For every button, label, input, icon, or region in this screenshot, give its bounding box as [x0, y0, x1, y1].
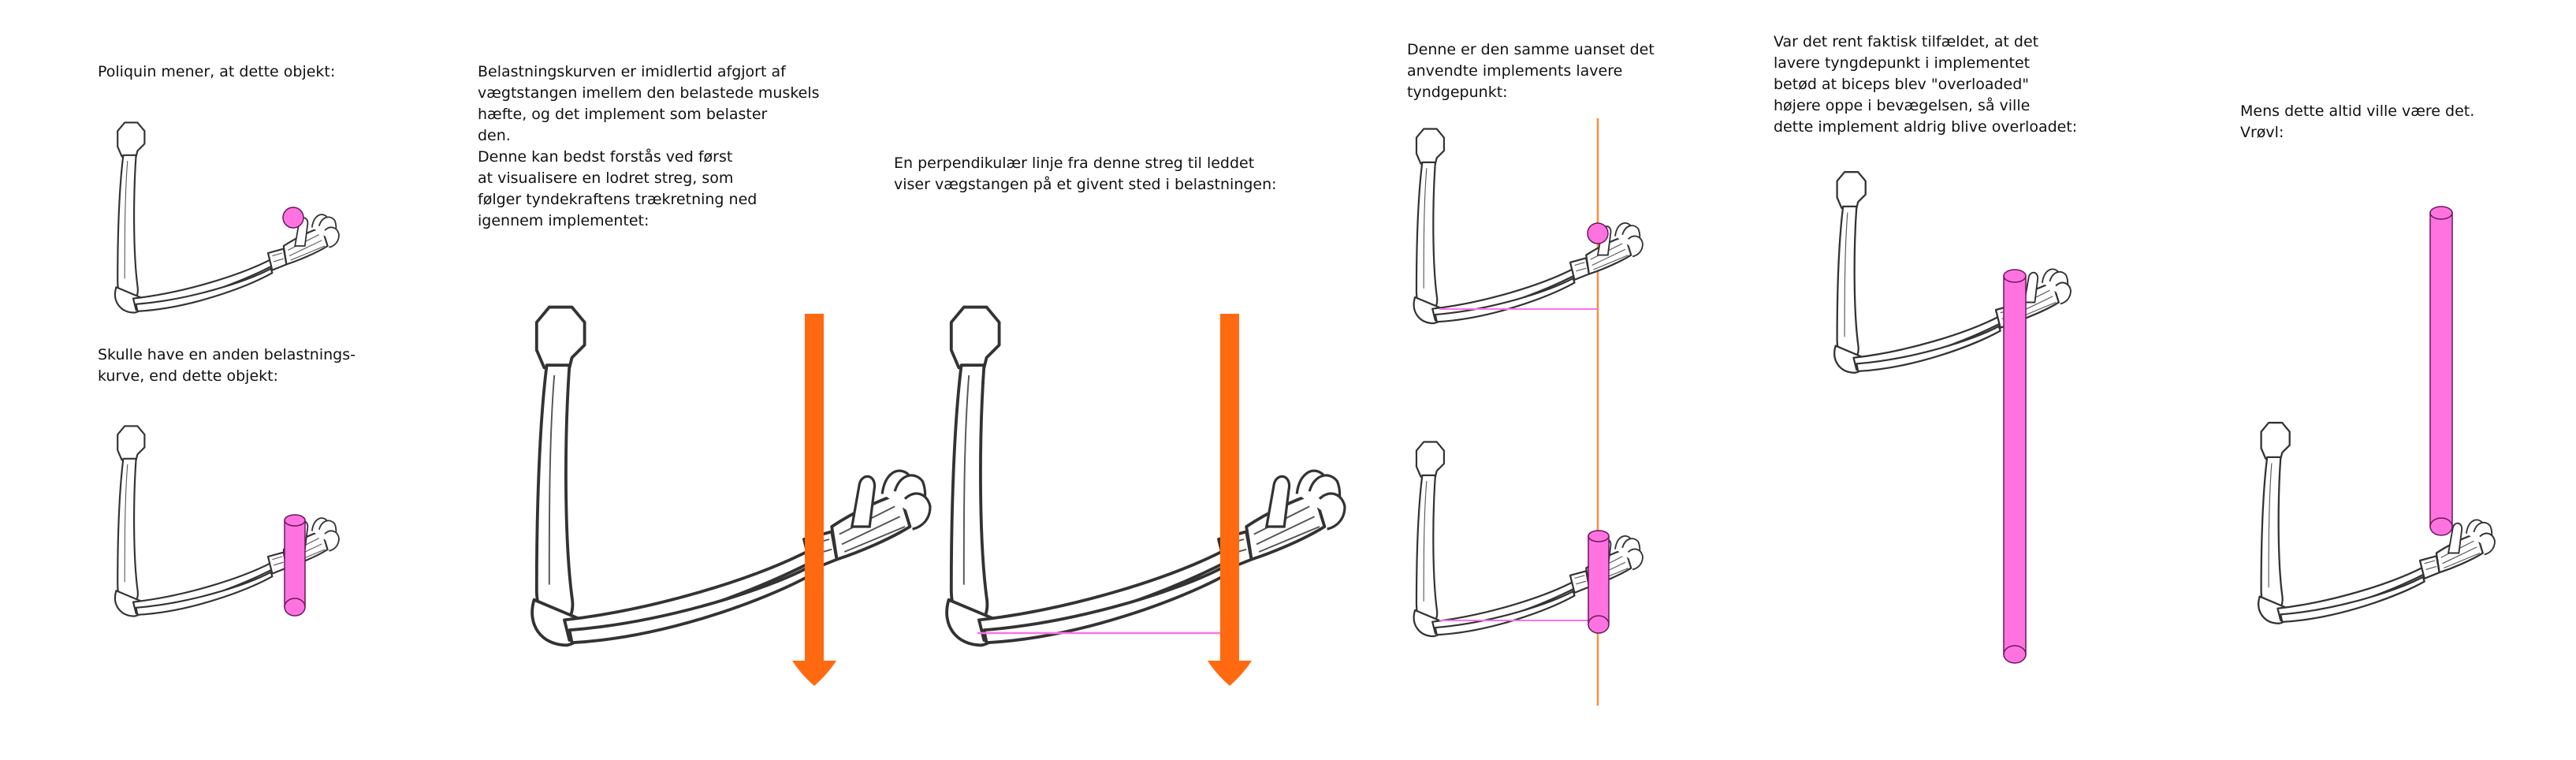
- arm-skeleton: [947, 307, 1345, 646]
- long-bar-implement: [2430, 207, 2452, 535]
- long-bar-implement: [2004, 270, 2026, 663]
- short-bar-implement: [1588, 531, 1609, 633]
- ball-implement: [1588, 223, 1608, 244]
- gravity-arrow: [1208, 314, 1252, 686]
- short-bar-implement: [285, 515, 305, 616]
- arm-skeleton: [115, 122, 339, 312]
- arm-skeleton: [1834, 172, 2071, 373]
- gravity-arrow: [792, 314, 836, 686]
- ball-implement: [283, 207, 303, 228]
- arm-skeleton: [532, 307, 930, 646]
- arm-skeleton: [1414, 129, 1643, 324]
- arm-skeleton: [2258, 423, 2495, 624]
